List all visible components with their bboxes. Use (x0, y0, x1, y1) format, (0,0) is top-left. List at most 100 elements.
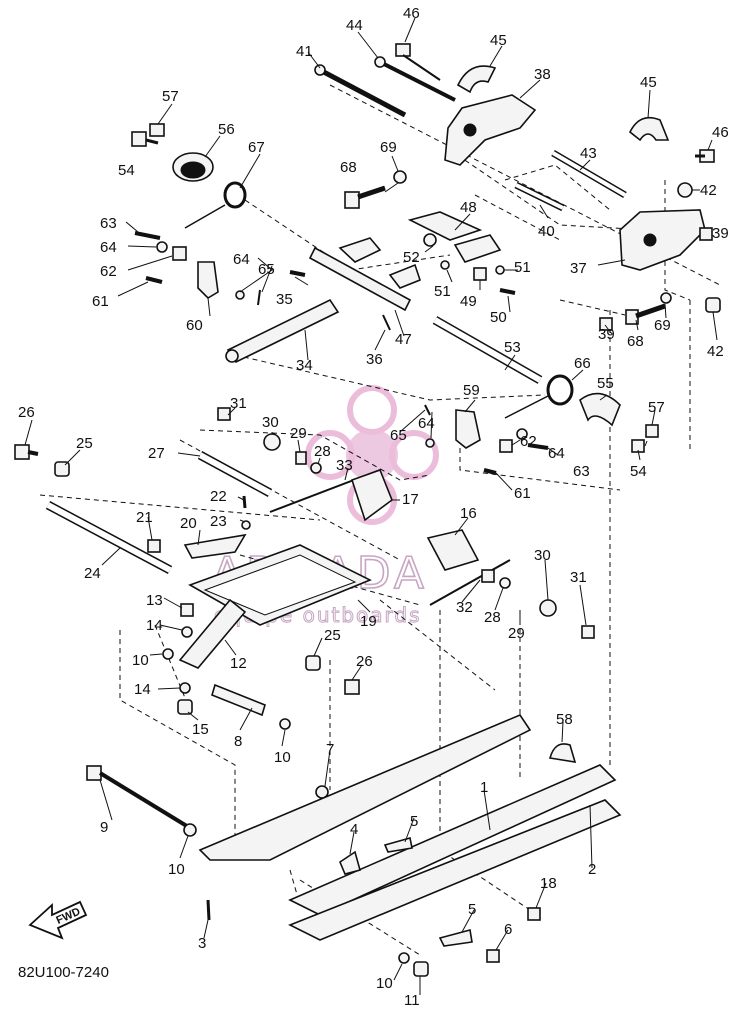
callout-label: 68 (340, 159, 357, 176)
callout-label: 42 (700, 182, 717, 199)
bolt-50 (499, 288, 516, 295)
bolt-46b (695, 149, 715, 163)
bush-30b (539, 599, 557, 617)
callout-label: 15 (192, 721, 209, 738)
bolt-26b (344, 679, 360, 695)
callout-label: 64 (100, 239, 117, 256)
callout-label: 62 (520, 433, 537, 450)
callout-label: 45 (490, 32, 507, 49)
shaft-24 (45, 501, 173, 574)
bracket-38 (444, 94, 537, 166)
collar-25b (305, 655, 321, 671)
callout-label: 36 (366, 351, 383, 368)
washer-64b (235, 290, 245, 300)
callout-label: 18 (540, 875, 557, 892)
bolt-61b (483, 468, 497, 475)
callout-label: 61 (514, 485, 531, 502)
callout-label: 63 (100, 215, 117, 232)
callout-label: 56 (218, 121, 235, 138)
forward-arrow-icon: FWD (28, 900, 88, 940)
callout-label: 25 (76, 435, 93, 452)
nut-62a (172, 246, 187, 261)
bolt-6 (486, 949, 500, 963)
block-16 (426, 529, 480, 571)
plates-48 (407, 211, 502, 263)
callout-label: 31 (230, 395, 247, 412)
bolt-31b (581, 625, 595, 639)
shaft-41 (314, 64, 407, 118)
shaft-27 (197, 451, 273, 497)
callout-label: 14 (146, 617, 163, 634)
bolt-39a (699, 227, 713, 241)
shaft-43 (551, 149, 627, 199)
leader-lines (24, 17, 718, 995)
callout-label: 39 (712, 225, 729, 242)
bolt-9 (86, 765, 192, 830)
arm-20 (183, 533, 247, 559)
callout-label: 63 (573, 463, 590, 480)
callout-label: 23 (210, 513, 227, 530)
callout-labels: 41 44 46 45 38 45 46 57 56 54 67 68 69 4… (18, 5, 729, 1009)
block-17 (350, 468, 393, 522)
callout-label: 21 (136, 509, 153, 526)
pin-65a (257, 289, 261, 306)
nut-69b (660, 292, 672, 304)
callout-label: 7 (326, 741, 334, 758)
nut-42b (705, 297, 721, 313)
callout-label: 6 (504, 921, 512, 938)
callout-label: 68 (627, 333, 644, 350)
nut-62b (499, 439, 513, 453)
callout-label: 26 (18, 404, 35, 421)
callout-label: 62 (100, 263, 117, 280)
callout-label: 17 (402, 491, 419, 508)
nut-11 (413, 961, 429, 977)
callout-label: 16 (460, 505, 477, 522)
washer-28b (499, 577, 511, 589)
callout-label: 38 (534, 66, 551, 83)
callout-label: 54 (630, 463, 647, 480)
callout-label: 41 (296, 43, 313, 60)
washer-28a (310, 462, 322, 474)
callout-label: 69 (380, 139, 397, 156)
shaft-40 (514, 181, 565, 212)
callout-label: 46 (712, 124, 729, 141)
shock-34 (225, 298, 340, 364)
pin-36 (382, 314, 391, 331)
callout-label: 9 (100, 819, 108, 836)
callout-label: 10 (132, 652, 149, 669)
callout-label: 32 (456, 599, 473, 616)
bolt-18 (527, 907, 541, 921)
washer-14a (181, 626, 193, 638)
callout-label: 40 (538, 223, 555, 240)
bush-52 (423, 233, 437, 247)
bush-15 (177, 699, 193, 715)
callout-label: 30 (262, 414, 279, 431)
bolt-21 (147, 539, 161, 553)
nut-42a (677, 182, 693, 198)
callout-label: 45 (640, 74, 657, 91)
callout-label: 61 (92, 293, 109, 310)
washer-10c (183, 823, 197, 837)
bolt-44 (374, 56, 456, 102)
link-8 (211, 683, 266, 717)
bracket-37 (619, 209, 706, 271)
callout-label: 57 (648, 399, 665, 416)
callout-label: 67 (248, 139, 265, 156)
link-5b (438, 929, 473, 947)
bracket-59 (455, 409, 481, 449)
callout-label: 51 (514, 259, 531, 276)
callout-label: 57 (162, 88, 179, 105)
bolt-39b (599, 317, 613, 331)
bolt-46 (395, 43, 441, 81)
bolt-31a (217, 407, 231, 421)
callout-label: 64 (418, 415, 435, 432)
pad-45b (628, 116, 670, 142)
callout-label: 27 (148, 445, 165, 462)
spring-67 (184, 181, 247, 229)
callout-label: 55 (597, 375, 614, 392)
callout-label: 47 (395, 331, 412, 348)
bolt-63b (527, 443, 549, 450)
bolt-68b (625, 303, 666, 325)
callout-label: 35 (276, 291, 293, 308)
